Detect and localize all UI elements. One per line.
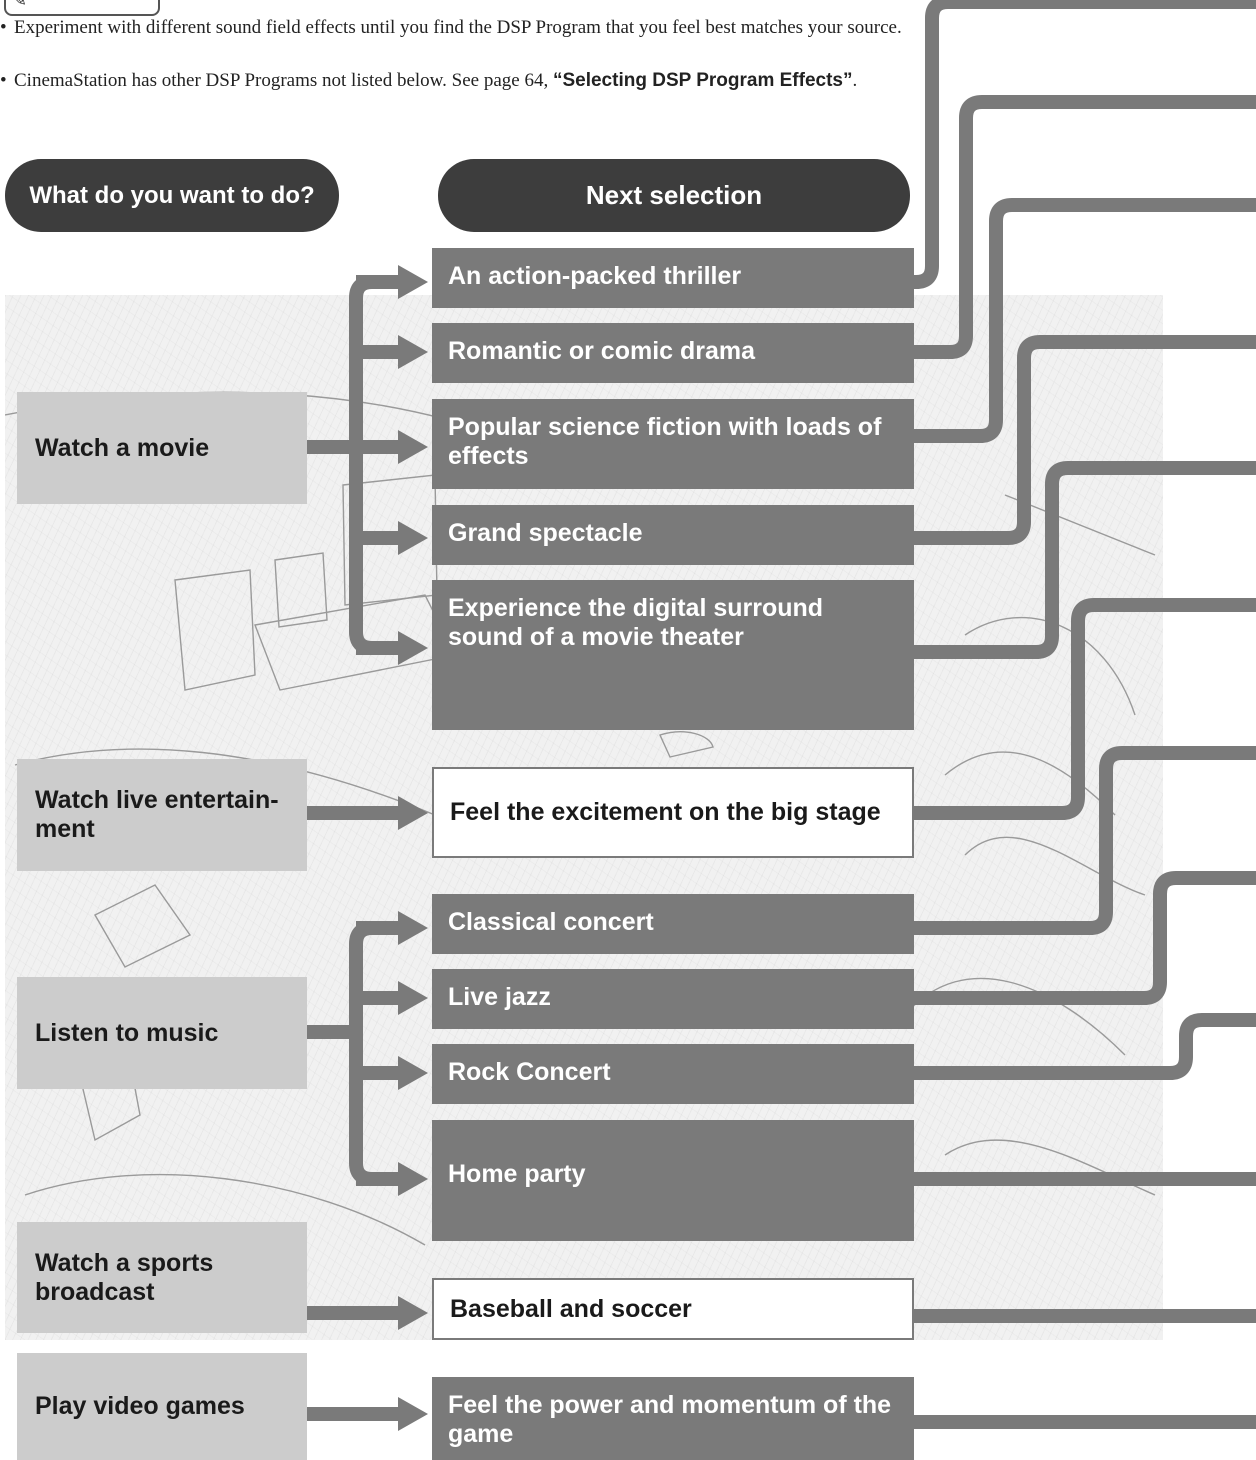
category-label: Play video games [35,1392,245,1420]
option-label: Live jazz [448,983,551,1011]
connector-to-program [914,598,1256,820]
connector-to-program [914,335,1256,545]
option-romantic-comic-drama[interactable]: Romantic or comic drama [432,323,914,383]
option-label: Experience the digital surround sound of… [448,594,824,651]
arrow-icon [398,430,428,464]
connector-to-program [914,871,1256,1005]
option-rock-concert[interactable]: Rock Concert [432,1044,914,1104]
note-badge: ✎ [4,0,160,16]
option-classical-concert[interactable]: Classical concert [432,894,914,954]
option-action-thriller[interactable]: An action-packed thriller [432,248,914,308]
header-what-to-do: What do you want to do? [5,159,339,232]
option-grand-spectacle[interactable]: Grand spectacle [432,505,914,565]
bullet-icon: • [0,70,7,91]
connector-to-program [914,1013,1256,1080]
connector-music-bus [349,921,398,1186]
option-home-party[interactable]: Home party [432,1120,914,1241]
option-label: An action-packed thriller [448,262,742,290]
option-label: Popular science fiction with loads of ef… [448,413,882,470]
header-next-selection: Next selection [438,159,910,232]
option-label: Baseball and soccer [450,1294,692,1323]
header-next-selection-label: Next selection [585,180,763,210]
connector-to-program [914,95,1256,359]
option-big-stage[interactable]: Feel the excitement on the big stage [432,767,914,858]
category-label: Watch a sports broadcast [35,1248,214,1306]
option-sci-fi[interactable]: Popular science fiction with loads of ef… [432,399,914,489]
option-label: Romantic or comic drama [448,337,756,365]
arrow-icon [398,631,428,665]
option-baseball-soccer[interactable]: Baseball and soccer [432,1278,914,1340]
connector-to-program [914,461,1256,659]
category-watch-movie[interactable]: Watch a movie [17,392,307,504]
arrow-icon [398,981,428,1015]
arrow-icon [398,335,428,369]
arrow-icon [398,1296,428,1330]
tip-2-link[interactable]: “Selecting DSP Program Effects” [552,70,853,91]
category-listen-music[interactable]: Listen to music [17,977,307,1089]
tip-2-end: . [852,70,858,91]
bullet-icon: • [0,17,7,38]
tip-1: • Experiment with different sound field … [0,16,919,39]
option-live-jazz[interactable]: Live jazz [432,969,914,1029]
category-label: Listen to music [35,1018,219,1047]
category-label: Watch a movie [35,433,210,462]
option-label: Classical concert [448,908,654,936]
header-what-to-do-label: What do you want to do? [29,181,315,209]
connector-movie-bus [349,275,398,655]
option-movie-theater[interactable]: Experience the digital surround sound of… [432,580,914,730]
arrow-icon [398,265,428,299]
connector-to-program [914,746,1256,935]
tip-1-text: Experiment with different sound field ef… [14,17,902,38]
tip-2-text: CinemaStation has other DSP Programs not… [14,70,553,91]
option-label: Home party [448,1160,586,1188]
category-label: Watch live entertain- ment [35,786,279,843]
category-sports-broadcast[interactable]: Watch a sports broadcast [17,1222,307,1333]
connector-to-program [914,198,1256,443]
connector-to-program [909,0,1256,289]
option-label: Feel the power and momentum of the game [448,1391,892,1448]
note-icon: ✎ [12,0,28,10]
option-power-momentum[interactable]: Feel the power and momentum of the game [432,1377,914,1460]
arrow-icon [398,911,428,945]
arrow-icon [398,1397,428,1431]
option-label: Grand spectacle [448,519,643,547]
option-label: Rock Concert [448,1058,611,1086]
arrow-icon [398,1056,428,1090]
category-live-entertainment[interactable]: Watch live entertain- ment [17,759,307,871]
arrow-icon [398,1162,428,1196]
tip-2: • CinemaStation has other DSP Programs n… [0,69,919,92]
category-video-games[interactable]: Play video games [17,1353,307,1460]
option-label: Feel the excitement on the big stage [450,798,881,826]
arrow-icon [398,521,428,555]
arrow-icon [398,796,428,830]
